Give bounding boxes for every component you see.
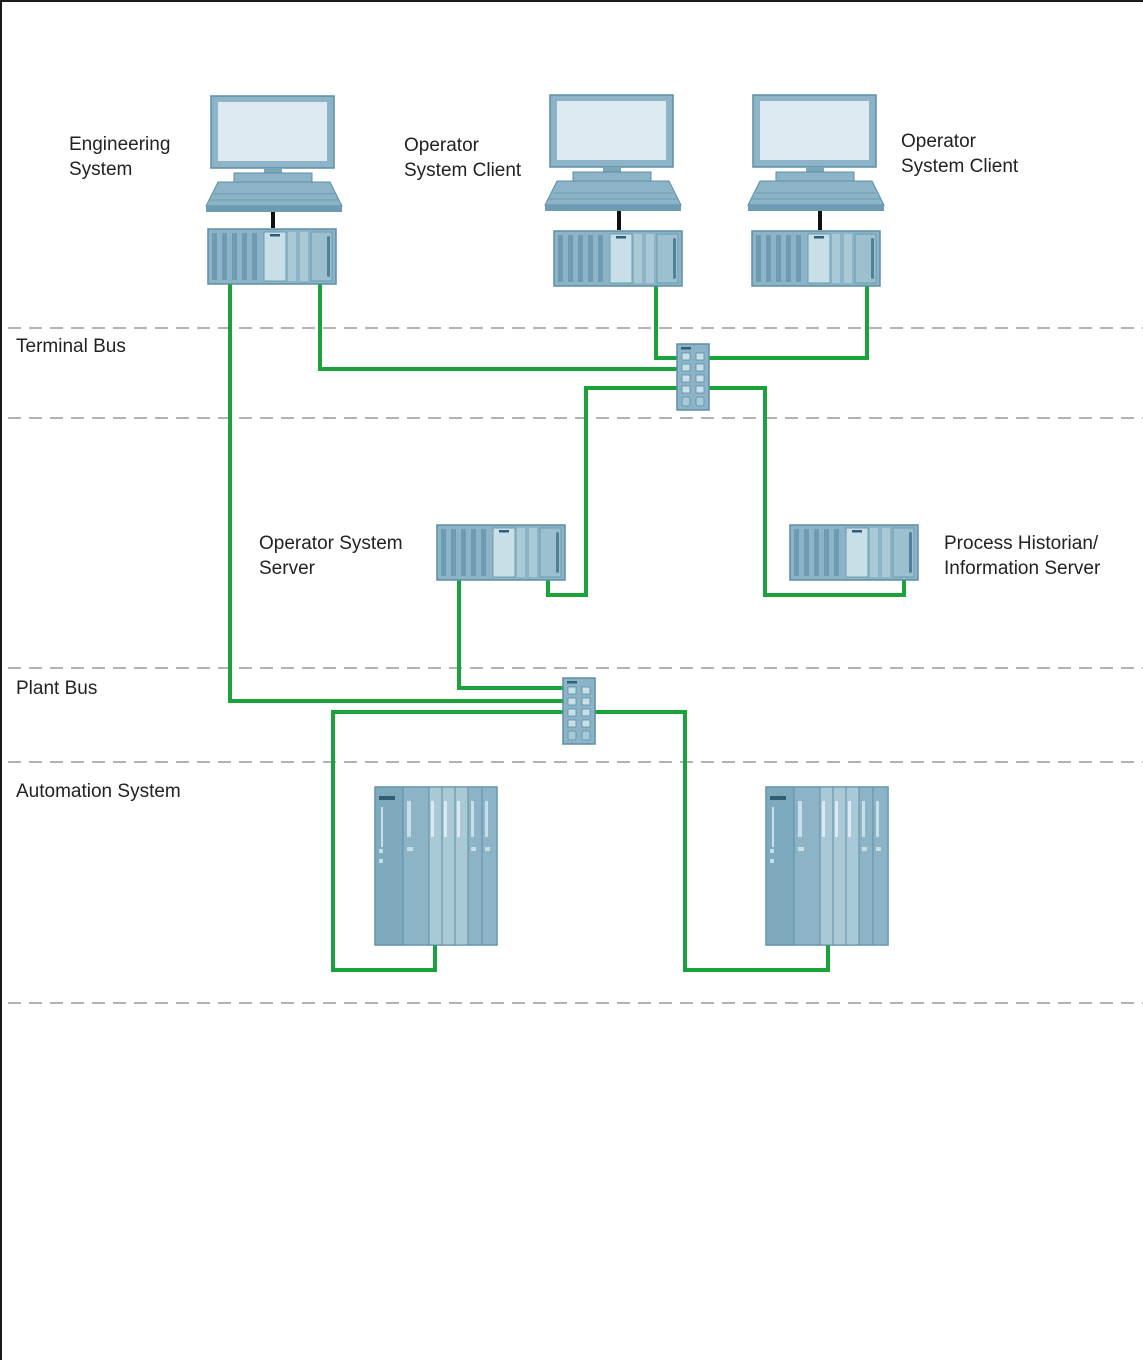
workstation-cables	[271, 210, 822, 230]
terminal-bus-label: Terminal Bus	[16, 336, 126, 357]
os-client-1-workstation-icon	[544, 94, 682, 212]
engineering-workstation-icon	[205, 95, 343, 213]
os-server-plant-bus-link	[457, 580, 564, 690]
as2-plant-bus-link	[594, 710, 830, 972]
historian-label-line2: Information Server	[944, 558, 1101, 579]
engineering-server-icon	[207, 228, 337, 285]
automation-controller-2-icon	[765, 786, 889, 946]
os-client-2-workstation-icon	[747, 94, 885, 212]
as1-plant-bus-link	[331, 710, 564, 972]
os-server-icon	[436, 524, 566, 581]
os-client-2-label-line2: System Client	[901, 156, 1019, 177]
os-client-1-label-line1: Operator	[404, 135, 480, 156]
terminal-bus-switch-icon	[676, 343, 710, 411]
automation-system-label: Automation System	[16, 781, 181, 802]
automation-controller-1-icon	[374, 786, 498, 946]
os-server-terminal-bus-link	[546, 386, 678, 597]
engineering-system-label-line2: System	[69, 159, 132, 180]
es-plant-bus-link	[228, 284, 564, 703]
historian-label-line1: Process Historian/	[944, 533, 1099, 554]
osc2-terminal-bus-link	[708, 286, 869, 360]
os-client-2-server-icon	[751, 230, 881, 287]
os-server-label-line2: Server	[259, 558, 316, 579]
es-terminal-bus-link	[318, 284, 678, 371]
os-server-label-line1: Operator System	[259, 533, 403, 554]
os-client-2-label-line1: Operator	[901, 131, 977, 152]
plant-bus-label: Plant Bus	[16, 678, 97, 699]
os-client-1-label-line2: System Client	[404, 160, 522, 181]
historian-terminal-bus-link	[708, 386, 906, 597]
os-client-1-server-icon	[553, 230, 683, 287]
historian-server-icon	[789, 524, 919, 581]
zone-dividers	[8, 327, 1143, 1004]
engineering-system-label-line1: Engineering	[69, 134, 170, 155]
network-connections	[228, 284, 906, 972]
osc1-terminal-bus-link	[654, 286, 678, 360]
plant-bus-switch-icon	[562, 677, 596, 745]
